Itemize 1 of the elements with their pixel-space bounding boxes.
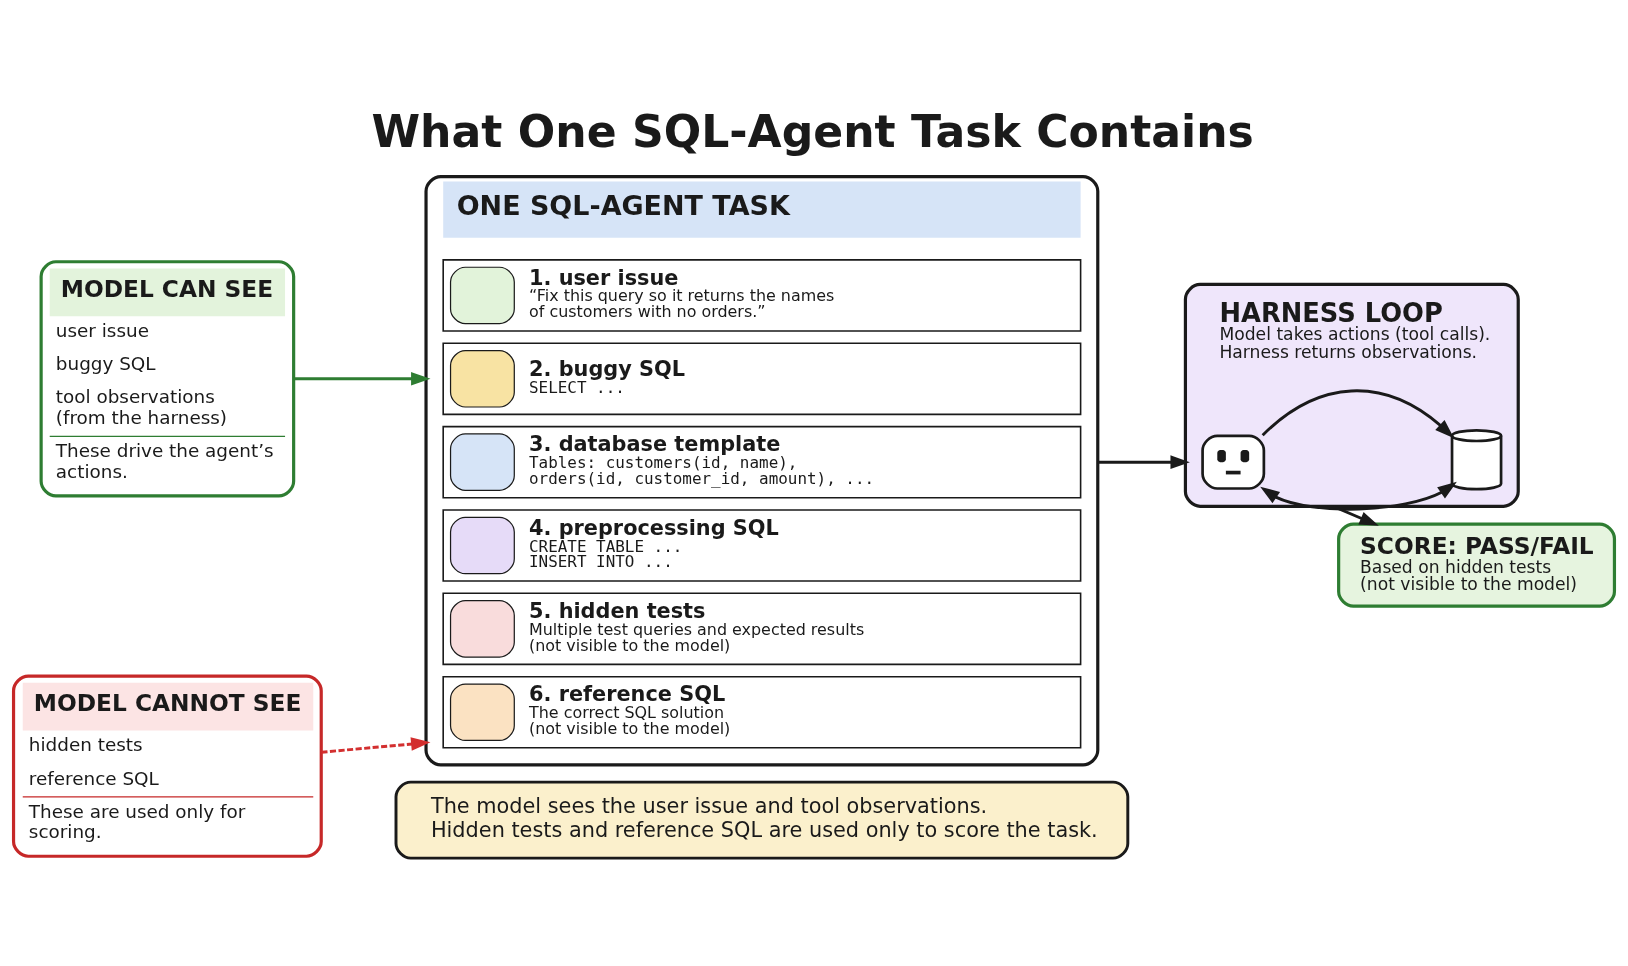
diagram-title: What One SQL-Agent Task Contains — [371, 105, 1254, 157]
